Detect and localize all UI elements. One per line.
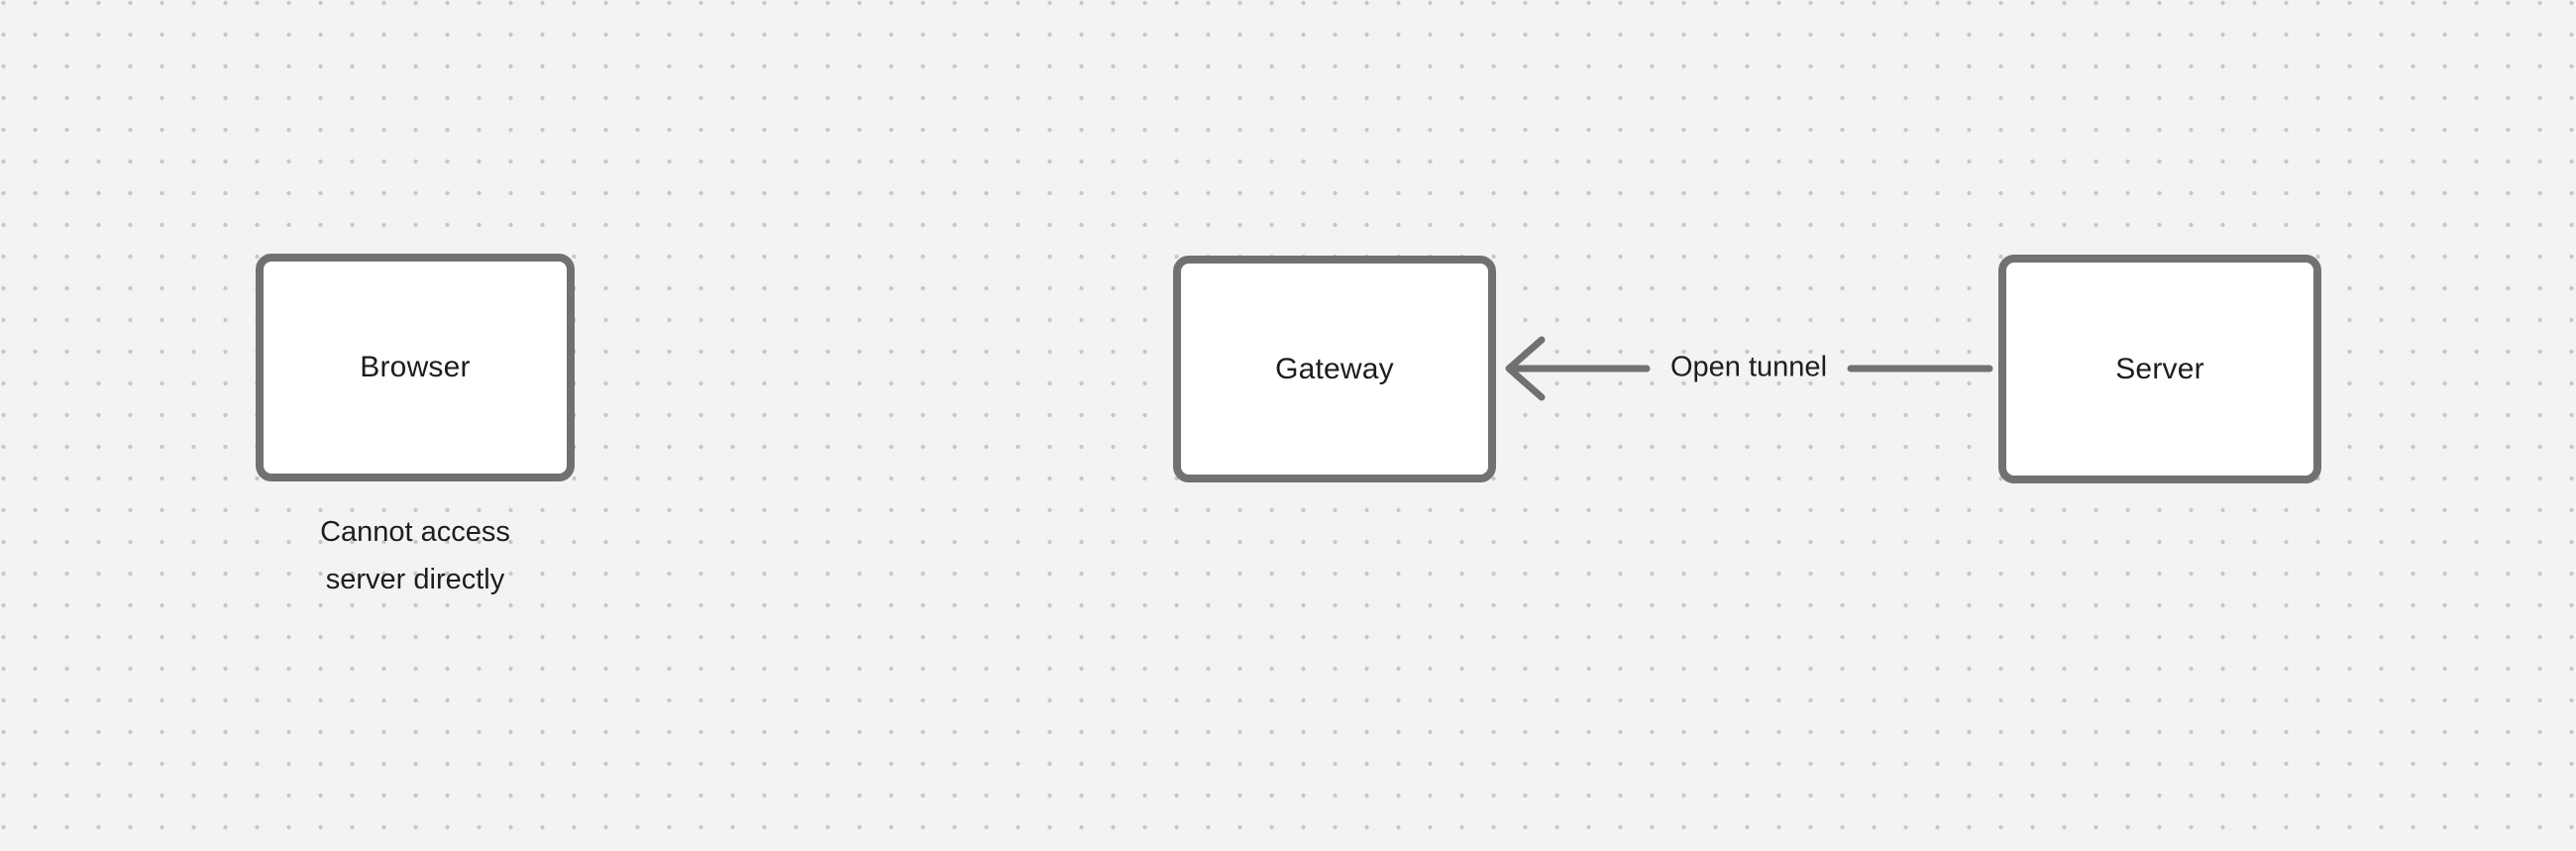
- node-gateway-label: Gateway: [1275, 352, 1394, 385]
- browser-caption[interactable]: Cannot access server directly: [256, 508, 575, 603]
- arrow-server-to-gateway[interactable]: [1505, 336, 1993, 401]
- edge-label-open-tunnel[interactable]: Open tunnel: [1669, 351, 1828, 383]
- node-browser-label: Browser: [360, 351, 471, 383]
- browser-caption-line-2: server directly: [325, 564, 505, 595]
- node-browser[interactable]: Browser: [256, 254, 575, 481]
- arrowhead-left-icon: [1505, 336, 1546, 401]
- node-server[interactable]: Server: [1998, 255, 2321, 483]
- browser-caption-line-1: Cannot access: [320, 516, 510, 548]
- node-server-label: Server: [2115, 352, 2204, 385]
- node-gateway[interactable]: Gateway: [1173, 256, 1496, 482]
